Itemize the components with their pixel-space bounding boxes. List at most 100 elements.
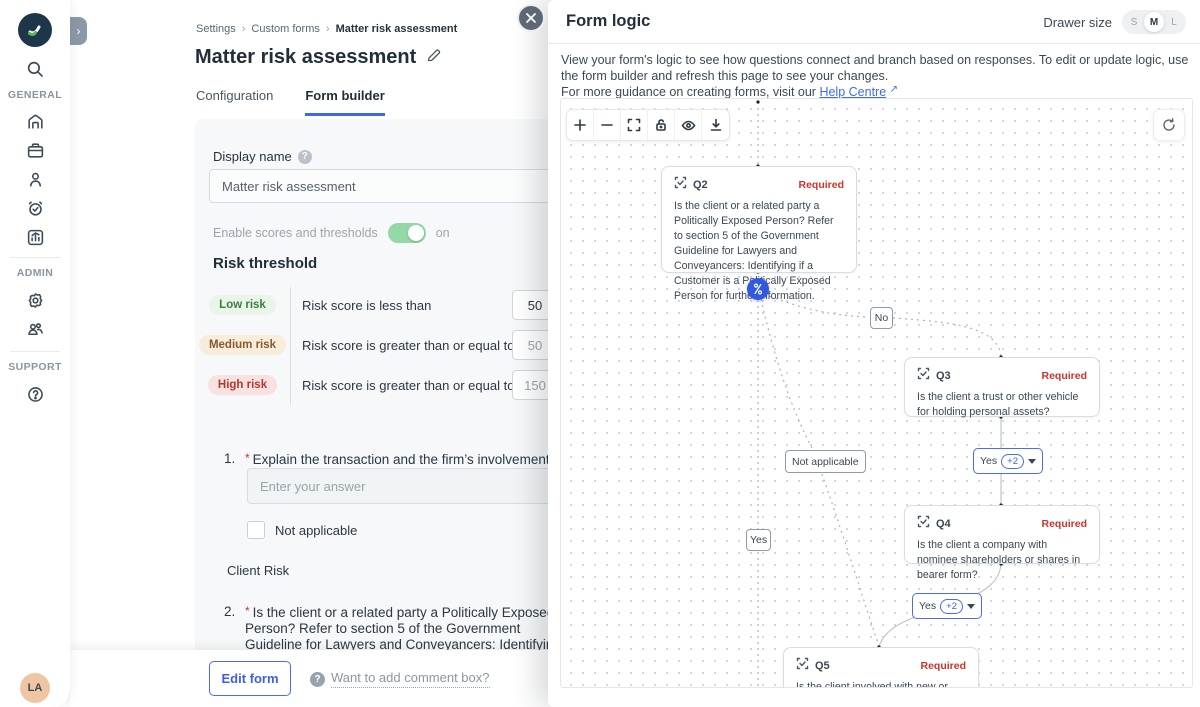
- contacts-person-icon[interactable]: [19, 166, 51, 192]
- edge-label-no[interactable]: No: [870, 307, 893, 329]
- branch-node-icon[interactable]: [747, 278, 769, 300]
- node-id: Q5: [815, 660, 830, 672]
- low-risk-rule: Risk score is less than: [302, 297, 432, 313]
- form-logic-drawer: Form logic Drawer size S M L View your f…: [517, 0, 1200, 707]
- settings-gear-icon[interactable]: [19, 287, 51, 313]
- comment-link-text[interactable]: Want to add comment box?: [331, 670, 490, 688]
- sidebar-divider: [10, 257, 60, 258]
- risk-threshold-title: Risk threshold: [213, 255, 318, 272]
- scores-toggle-label: Enable scores and thresholds: [213, 226, 378, 240]
- team-people-icon[interactable]: [19, 316, 51, 342]
- external-link-icon: ↗: [889, 84, 899, 95]
- close-icon[interactable]: [517, 4, 545, 32]
- drawer-size-m[interactable]: M: [1144, 12, 1164, 32]
- edge-label-yes-plus2[interactable]: Yes +2: [912, 593, 982, 619]
- tab-configuration[interactable]: Configuration: [196, 88, 274, 103]
- sidebar-divider: [10, 351, 60, 352]
- risk-row-low: Low risk Risk score is less than: [195, 290, 431, 320]
- node-id: Q3: [936, 370, 951, 382]
- plus-count-badge: +2: [1001, 453, 1024, 469]
- flow-node-q2[interactable]: Q2 Required Is the client or a related p…: [661, 166, 857, 302]
- required-asterisk: *: [245, 604, 250, 618]
- search-icon[interactable]: [17, 51, 53, 87]
- medium-risk-rule: Risk score is greater than or equal to: [302, 337, 515, 353]
- drawer-size-s[interactable]: S: [1124, 12, 1144, 32]
- client-risk-section-label: Client Risk: [227, 563, 290, 578]
- download-icon[interactable]: [702, 110, 729, 140]
- question-1-text: Explain the transaction and the firm’s i…: [252, 452, 550, 467]
- flow-node-q3[interactable]: Q3 Required Is the client a trust or oth…: [904, 357, 1100, 418]
- display-name-label: Display name: [213, 149, 292, 164]
- required-badge: Required: [1041, 518, 1087, 530]
- sidebar-section-admin: ADMIN: [16, 267, 54, 279]
- not-applicable-label: Not applicable: [275, 523, 358, 538]
- help-centre-link[interactable]: Help Centre: [819, 85, 887, 99]
- scores-toggle-row: Enable scores and thresholds on: [213, 223, 450, 243]
- low-risk-badge: Low risk: [209, 295, 276, 315]
- flow-node-q5[interactable]: Q5 Required Is the client involved with …: [783, 647, 979, 688]
- eye-icon[interactable]: [675, 110, 702, 140]
- required-asterisk: *: [245, 451, 250, 465]
- not-applicable-checkbox[interactable]: [247, 521, 265, 539]
- question-2-number: 2.: [224, 604, 236, 619]
- breadcrumb-separator-icon: ›: [241, 23, 246, 35]
- single-select-question-icon: [796, 657, 809, 675]
- required-badge: Required: [798, 179, 844, 191]
- drawer-size-control: Drawer size S M L: [1043, 10, 1186, 34]
- tasks-alarm-icon[interactable]: [19, 195, 51, 221]
- home-icon[interactable]: [19, 108, 51, 134]
- flow-canvas[interactable]: Q2 Required Is the client or a related p…: [560, 98, 1193, 688]
- refresh-icon[interactable]: [1153, 109, 1185, 141]
- help-icon[interactable]: [19, 381, 51, 407]
- sidebar-expand-chevron-icon[interactable]: ›: [70, 17, 87, 45]
- matters-briefcase-icon[interactable]: [19, 137, 51, 163]
- scores-toggle[interactable]: [387, 223, 426, 243]
- question-1-label: *Explain the transaction and the firm’s …: [245, 451, 550, 467]
- fit-view-icon[interactable]: [621, 110, 648, 140]
- edit-title-pencil-icon[interactable]: [426, 47, 442, 68]
- chevron-down-icon: [966, 603, 975, 609]
- zoom-in-icon[interactable]: [567, 110, 594, 140]
- edge-label-not-applicable[interactable]: Not applicable: [785, 450, 866, 473]
- tab-bar: Configuration Form builder: [196, 88, 385, 116]
- high-risk-badge: High risk: [207, 375, 278, 395]
- reports-chart-icon[interactable]: [19, 224, 51, 250]
- chevron-down-icon: [1027, 458, 1036, 464]
- sidebar-section-support: SUPPORT: [8, 361, 62, 373]
- node-id: Q2: [693, 179, 708, 191]
- single-select-question-icon: [674, 176, 687, 194]
- edit-form-button[interactable]: Edit form: [209, 661, 291, 696]
- single-select-question-icon: [917, 515, 930, 533]
- lock-icon[interactable]: [648, 110, 675, 140]
- toggle-knob: [407, 225, 424, 241]
- edge-label-yes[interactable]: Yes: [746, 529, 771, 551]
- edge-label-text: Yes: [919, 600, 937, 612]
- required-badge: Required: [1041, 370, 1087, 382]
- medium-risk-badge: Medium risk: [198, 335, 287, 355]
- drawer-size-l[interactable]: L: [1164, 12, 1184, 32]
- drawer-size-label: Drawer size: [1043, 14, 1112, 30]
- drawer-size-segmented: S M L: [1122, 10, 1186, 34]
- flow-toolbar: [566, 109, 730, 141]
- edge-label-text: Yes: [980, 455, 998, 467]
- breadcrumb-settings[interactable]: Settings: [196, 23, 236, 35]
- page-title: Matter risk assessment: [195, 46, 417, 68]
- flow-node-q4[interactable]: Q4 Required Is the client a company with…: [904, 505, 1100, 581]
- single-select-question-icon: [917, 367, 930, 385]
- tab-form-builder[interactable]: Form builder: [305, 88, 385, 116]
- question-1-number: 1.: [224, 451, 236, 466]
- display-name-help-icon[interactable]: ?: [297, 149, 312, 164]
- zoom-out-icon[interactable]: [594, 110, 621, 140]
- question-1-answer-input[interactable]: [247, 468, 579, 504]
- user-avatar[interactable]: LA: [20, 673, 50, 703]
- comment-help-icon: ?: [310, 671, 325, 687]
- breadcrumb-custom-forms[interactable]: Custom forms: [251, 23, 320, 35]
- drawer-guidance-row: For more guidance on creating forms, vis…: [561, 84, 898, 99]
- node-question-text: Is the client involved with new or devel…: [796, 681, 948, 688]
- guidance-prefix: For more guidance on creating forms, vis…: [561, 85, 820, 99]
- edge-label-yes-plus2[interactable]: Yes +2: [973, 448, 1043, 474]
- app-logo-icon[interactable]: [18, 13, 52, 47]
- sidebar: GENERAL ADMIN SUPPORT LA: [0, 0, 70, 707]
- drawer-header: Form logic Drawer size S M L: [548, 0, 1200, 44]
